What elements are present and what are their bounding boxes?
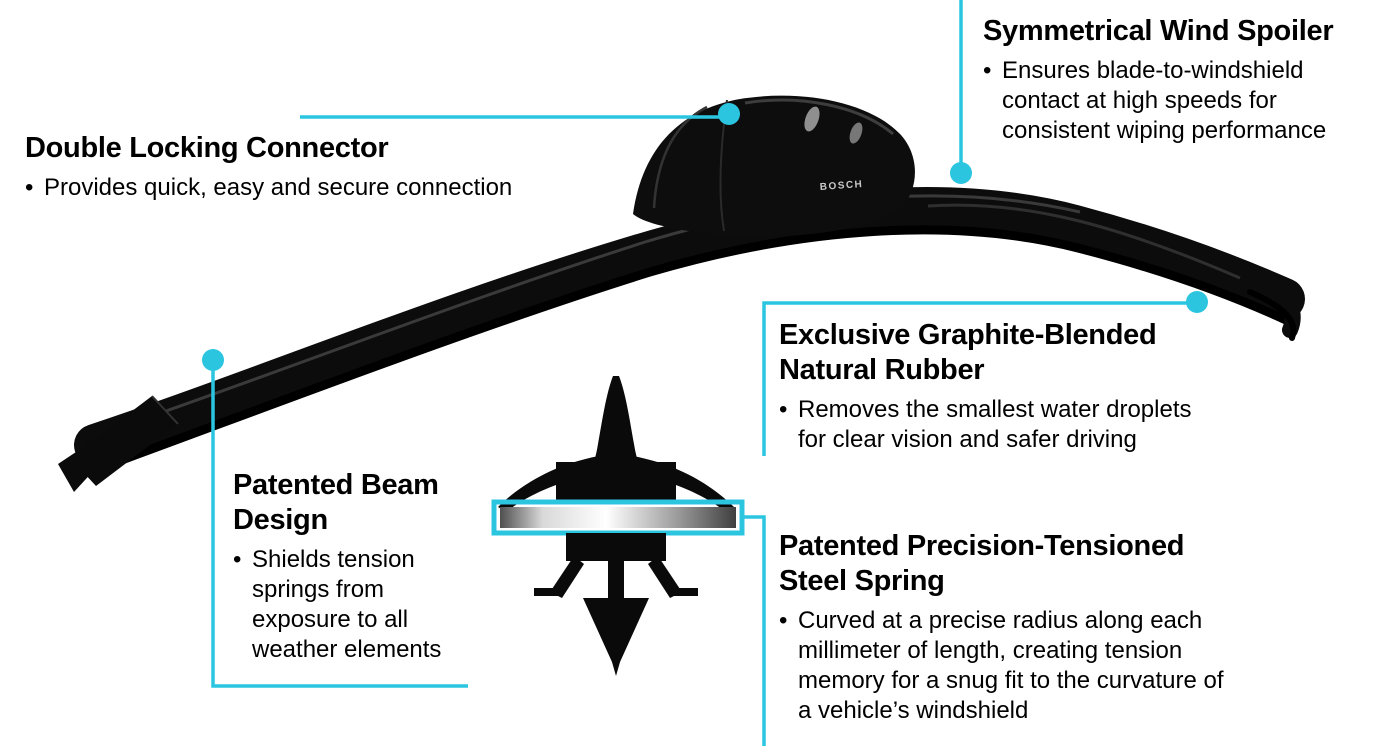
cross-section-claw-right bbox=[648, 556, 682, 598]
blade-end-hook bbox=[58, 448, 96, 492]
bullet-marker: • bbox=[779, 395, 788, 423]
wiper-blade: BOSCH bbox=[58, 95, 1305, 492]
callout-title-rubber: Exclusive Graphite-Blended Natural Rubbe… bbox=[779, 319, 1157, 386]
blade-cross-section-diagram bbox=[491, 376, 745, 676]
callout-bullet-rubber: Removes the smallest water droplets for … bbox=[798, 395, 1192, 453]
bosch-logo: BOSCH bbox=[819, 179, 863, 193]
callout-bullet-beam: Shields tension springs from exposure to… bbox=[252, 545, 442, 663]
blade-end-cap bbox=[70, 396, 178, 486]
connector-vent-slot-2 bbox=[849, 122, 863, 144]
callout-bullet-connector: Provides quick, easy and secure connecti… bbox=[44, 173, 513, 201]
connector-top-highlight bbox=[744, 98, 894, 136]
cross-section-claw-left bbox=[550, 556, 584, 598]
callout-symmetrical-wind-spoiler: Symmetrical Wind Spoiler • Ensures blade… bbox=[983, 14, 1378, 146]
blade-end-cap-edge bbox=[151, 395, 179, 425]
cross-section-spring-bar bbox=[500, 507, 736, 528]
bullet-marker: • bbox=[233, 545, 242, 573]
callout-dot-wind-spoiler bbox=[950, 162, 972, 184]
cross-section-fin bbox=[592, 376, 640, 468]
cross-section-rubber-tip bbox=[583, 598, 649, 676]
leader-line-spring bbox=[741, 515, 766, 746]
callout-bullet-wind-spoiler: Ensures blade-to-windshield contact at h… bbox=[1002, 56, 1327, 144]
callout-bullet-row: • Provides quick, easy and secure connec… bbox=[25, 173, 585, 203]
blade-top-highlight bbox=[111, 194, 1081, 432]
blade-right-tip-rubber bbox=[1247, 289, 1297, 341]
callout-bullet-spring: Curved at a precise radius along each mi… bbox=[798, 606, 1224, 724]
callout-precision-tensioned-steel-spring: Patented Precision-Tensioned Steel Sprin… bbox=[779, 529, 1237, 726]
cross-section-stem bbox=[608, 556, 624, 602]
cross-section-body-upper bbox=[556, 462, 676, 504]
blade-rubber-strip bbox=[98, 225, 1288, 473]
callout-bullet-row: • Removes the smallest water droplets fo… bbox=[779, 395, 1231, 455]
connector-vent-slot bbox=[804, 106, 820, 132]
callout-dot-rubber bbox=[1186, 291, 1208, 313]
bullet-marker: • bbox=[779, 606, 788, 634]
callout-bullet-row: • Ensures blade-to-windshield contact at… bbox=[983, 56, 1378, 146]
callout-patented-beam-design: Patented Beam Design • Shields tension s… bbox=[233, 468, 473, 665]
callout-title-spring: Patented Precision-Tensioned Steel Sprin… bbox=[779, 530, 1185, 597]
callout-dot-beam bbox=[202, 349, 224, 371]
spoiler-rib bbox=[927, 203, 1241, 280]
callout-double-locking-connector: Double Locking Connector • Provides quic… bbox=[25, 131, 585, 203]
callout-bullet-row: • Curved at a precise radius along each … bbox=[779, 606, 1237, 726]
callout-title-connector: Double Locking Connector bbox=[25, 132, 389, 164]
callout-graphite-blended-rubber: Exclusive Graphite-Blended Natural Rubbe… bbox=[779, 318, 1231, 455]
bullet-marker: • bbox=[25, 173, 34, 201]
callout-leader-lines bbox=[202, 0, 1208, 746]
callout-bullet-row: • Shields tension springs from exposure … bbox=[233, 545, 473, 665]
bullet-marker: • bbox=[983, 56, 992, 84]
leader-line-beam bbox=[211, 366, 468, 688]
callout-dot-connector bbox=[718, 103, 740, 125]
leader-line-rubber bbox=[762, 301, 1190, 456]
connector-seam-left bbox=[652, 105, 708, 209]
callout-title-wind-spoiler: Symmetrical Wind Spoiler bbox=[983, 15, 1334, 47]
callout-title-beam: Patented Beam Design bbox=[233, 469, 439, 536]
connector-body bbox=[633, 95, 915, 237]
